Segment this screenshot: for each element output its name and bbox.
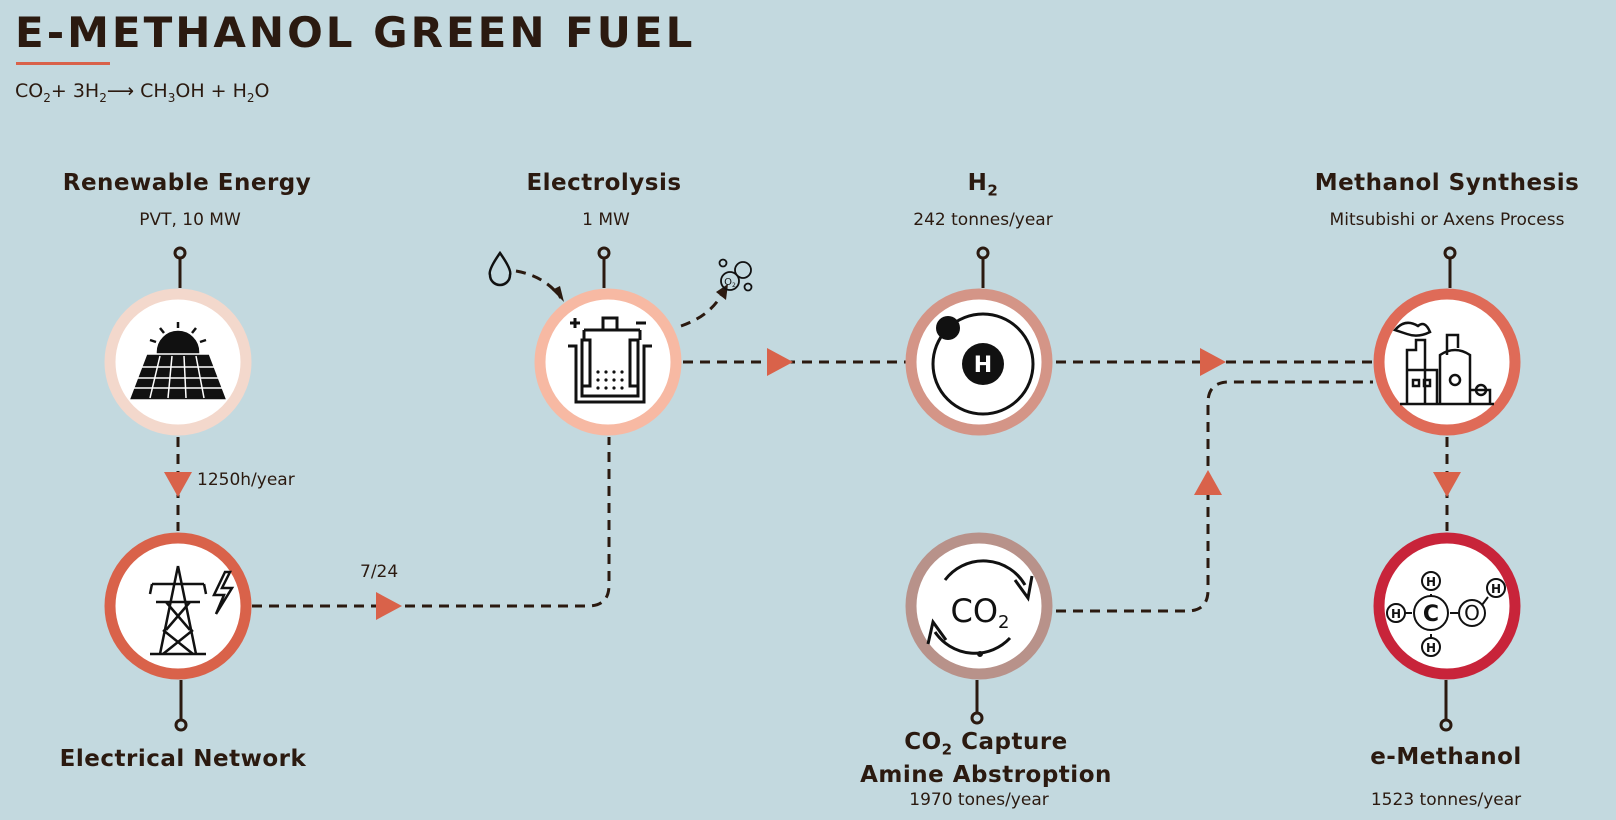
electrolysis-subtitle: 1 MW [582,210,630,230]
arrow-up-co2 [1194,470,1222,495]
synthesis-subtitle: Mitsubishi or Axens Process [1329,210,1565,230]
water-drop-icon [488,250,512,287]
svg-text:H: H [974,353,992,378]
factory-icon [1392,321,1494,406]
h2-title: H2 [967,170,999,200]
pin-renewable [173,246,187,260]
pin-electrolysis [597,246,611,260]
arrow-right-network [376,592,402,620]
solar-hours-label: 1250h/year [197,470,295,490]
network-node [104,532,252,680]
svg-text:H: H [1391,607,1401,621]
reaction-equation: CO2+ 3H2⟶ CH3OH + H2O [15,80,270,105]
connector-co2-synthesis [1056,380,1373,613]
pin-emethanol [1439,718,1453,732]
emethanol-subtitle: 1523 tonnes/year [1370,790,1522,810]
emethanol-title: e-Methanol [1370,744,1522,770]
power-tower-icon [148,565,235,656]
water-arrowhead [552,286,564,302]
synthesis-node [1373,288,1521,436]
water-input-arrow-line [515,269,563,299]
arrow-down-synthesis [1433,472,1461,497]
pin-co2 [970,711,984,725]
oxygen-output-arrow-line [680,293,724,328]
pin-h2 [976,246,990,260]
methanol-molecule-icon: C O H H H H [1386,571,1506,657]
solar-panel-icon [130,322,226,400]
svg-text:H: H [1426,641,1436,655]
svg-text:H: H [1491,582,1501,596]
page-title: E-METHANOL GREEN FUEL [15,8,696,57]
svg-text:C: C [1423,602,1439,627]
network-title: Electrical Network [59,746,307,772]
arrow-right-h2 [1200,348,1226,376]
svg-text:O: O [1464,601,1480,625]
connector-network-electrolysis [252,437,611,608]
pin-network [174,718,188,732]
operation-label: 7/24 [360,562,399,582]
oxygen-bubbles-icon: O2 [718,258,753,292]
pin-synthesis [1443,246,1457,260]
co2-cycle-icon: CO2 [926,559,1034,657]
hydrogen-atom-icon: H [931,312,1035,416]
renewable-subtitle: PVT, 10 MW [139,210,241,230]
co2-subtitle: 1970 tones/year [909,790,1049,810]
renewable-title: Renewable Energy [62,170,312,196]
electrolysis-node [534,288,682,436]
title-underline [16,62,110,65]
svg-text:CO2: CO2 [951,592,1010,633]
electrolyzer-icon [568,316,652,404]
arrow-right-electrolysis [767,348,793,376]
svg-text:O2: O2 [724,277,736,289]
electrolysis-title: Electrolysis [526,170,682,196]
arrow-down-renewable [164,472,192,497]
synthesis-title: Methanol Synthesis [1314,170,1580,196]
svg-text:H: H [1426,575,1436,589]
h2-subtitle: 242 tonnes/year [913,210,1053,230]
